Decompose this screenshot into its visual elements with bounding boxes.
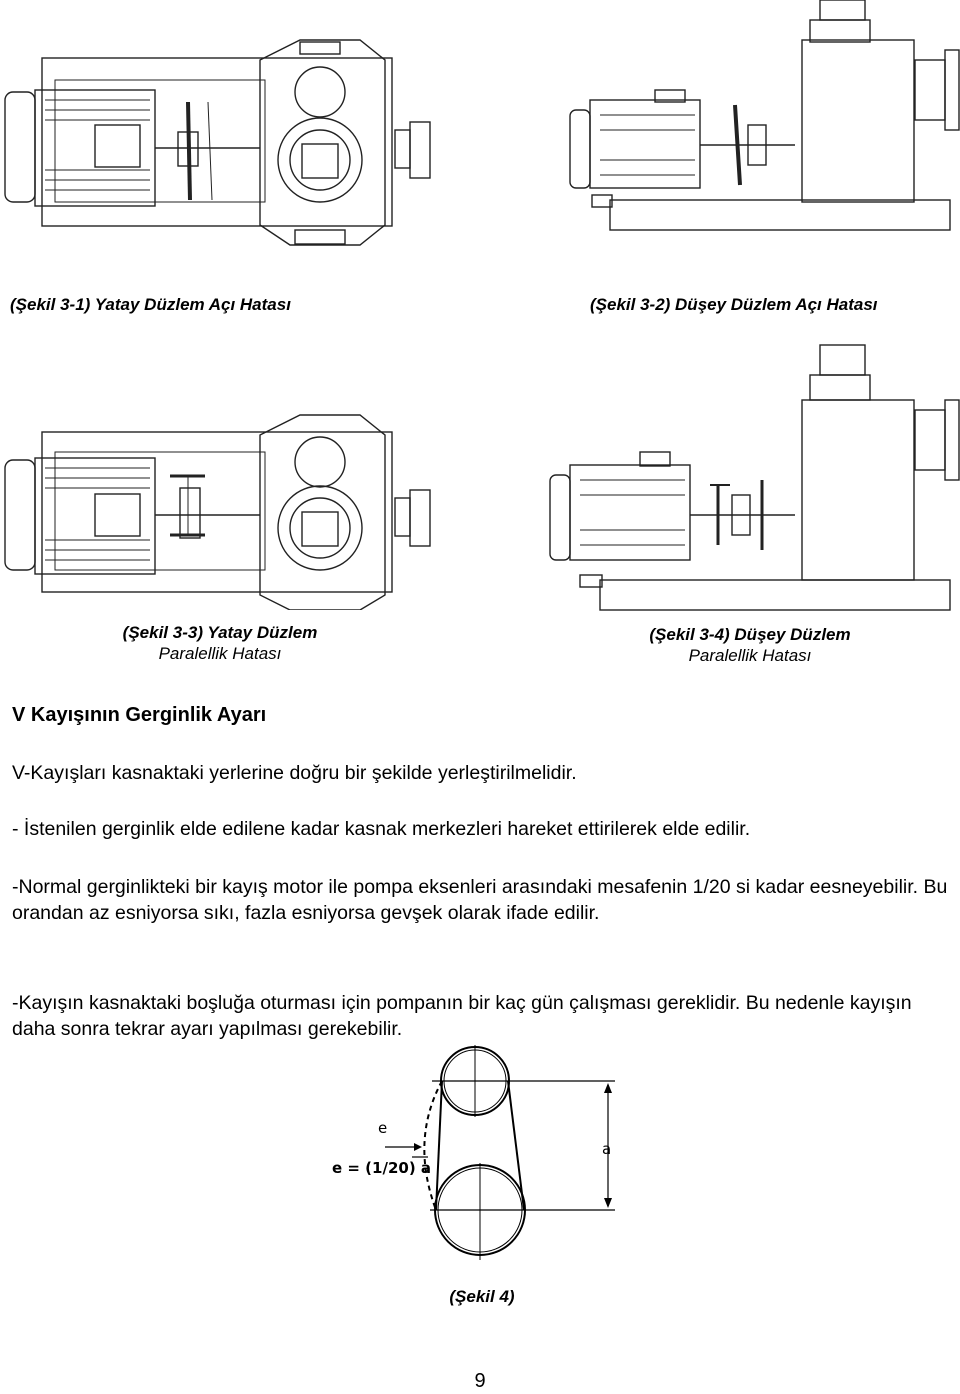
figure-3-3-caption-line2: Paralellik Hatası xyxy=(158,644,282,663)
section-heading: V Kayışının Gerginlik Ayarı xyxy=(12,704,267,726)
figure-3-3-caption-line1: (Şekil 3-3) Yatay Düzlem xyxy=(122,623,318,642)
figure-3-2-drawing xyxy=(540,0,960,240)
paragraph-3: -Normal gerginlikteki bir kayış motor il… xyxy=(12,876,948,924)
figure-4-caption: (Şekil 4) xyxy=(449,1287,515,1306)
figure-4-formula: e = (1/20) a xyxy=(332,1159,432,1177)
figure-4-drawing: e e = (1/20) a a xyxy=(320,1045,640,1285)
figure-3-3-caption: (Şekil 3-3) Yatay Düzlem Paralellik Hata… xyxy=(60,622,380,664)
paragraph-1: V-Kayışları kasnaktaki yerlerine doğru b… xyxy=(12,762,577,784)
paragraph-2: - İstenilen gerginlik elde edilene kadar… xyxy=(12,818,751,840)
figure-3-1-caption: (Şekil 3-1) Yatay Düzlem Açı Hatası xyxy=(10,295,291,314)
figure-4-label-e: e xyxy=(378,1119,388,1137)
figure-3-4-caption: (Şekil 3-4) Düşey Düzlem Paralellik Hata… xyxy=(590,624,910,666)
figure-3-2-caption: (Şekil 3-2) Düşey Düzlem Açı Hatası xyxy=(590,295,878,314)
page-number: 9 xyxy=(474,1370,486,1392)
paragraph-4: -Kayışın kasnaktaki boşluğa oturması içi… xyxy=(12,992,912,1040)
figure-3-1-drawing xyxy=(0,20,440,250)
figure-3-4-drawing xyxy=(540,340,960,615)
figure-3-4-caption-line1: (Şekil 3-4) Düşey Düzlem xyxy=(649,625,851,644)
figure-3-3-drawing xyxy=(0,410,440,610)
figure-4-label-a: a xyxy=(602,1140,612,1158)
figure-3-4-caption-line2: Paralellik Hatası xyxy=(688,646,812,665)
